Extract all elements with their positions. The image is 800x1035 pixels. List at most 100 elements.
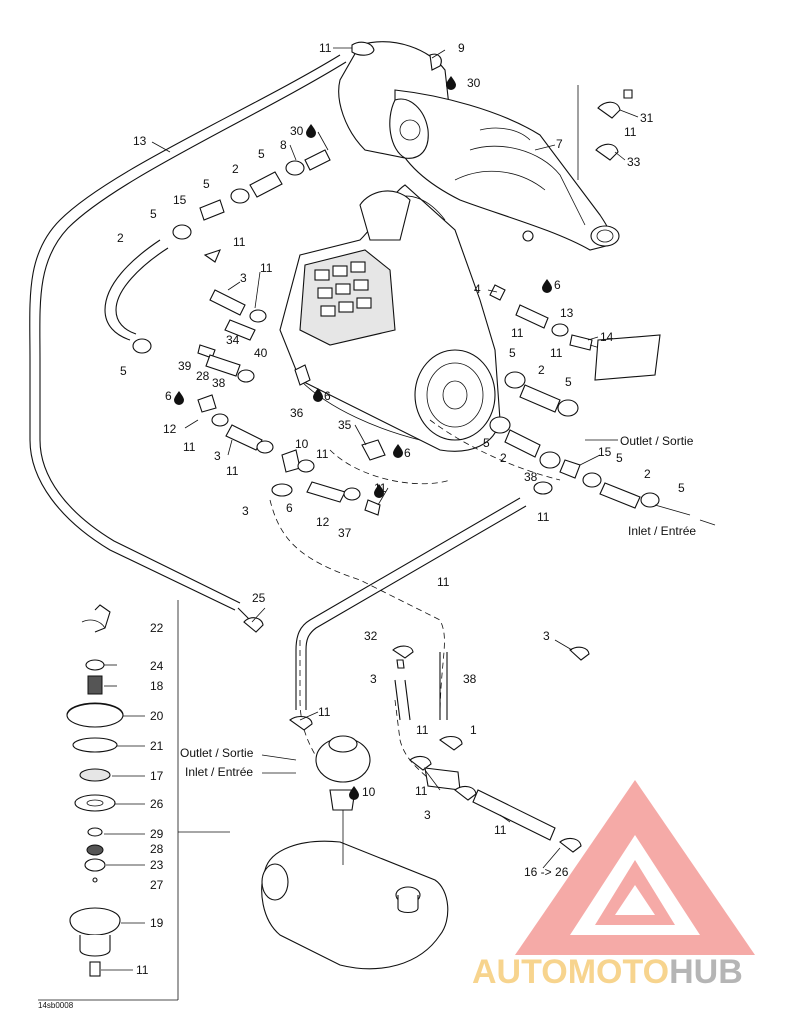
callout-label: 24: [150, 659, 164, 673]
callout-label: 1: [470, 723, 477, 737]
drop-icon: [349, 786, 359, 800]
callout-label: 14: [600, 330, 614, 344]
callout-label: 2: [500, 451, 507, 465]
callout-label: 5: [203, 177, 210, 191]
callout-label: 23: [150, 858, 164, 872]
callout-label: 11: [226, 464, 239, 478]
callout-label: 11: [550, 346, 563, 360]
callout-label: 11: [318, 705, 331, 719]
callout-label: 11: [537, 510, 550, 524]
callout-label: 10: [295, 437, 309, 451]
callout-label: 3: [214, 449, 221, 463]
callout-label: 3: [370, 672, 377, 686]
callout-label: 3: [240, 271, 247, 285]
coolant-reservoir: [261, 735, 449, 970]
watermark-text-auto: AUTOMOTOHUB: [472, 953, 743, 991]
fluid-drop-symbols: [174, 76, 552, 800]
engine-block: [279, 184, 501, 452]
flow-captions: Outlet / Sortie Inlet / Entrée Outlet / …: [180, 434, 716, 779]
drop-icon: [174, 391, 184, 405]
callout-label: 5: [258, 147, 265, 161]
callout-label: 6: [165, 389, 172, 403]
inset-clamps-31-33: [577, 85, 633, 180]
routing-dashed-lines: [269, 419, 561, 781]
callout-label: 5: [678, 481, 685, 495]
upper-hose-assembly: [104, 41, 442, 354]
callout-label: 11: [319, 41, 332, 55]
callout-label: 15: [598, 445, 612, 459]
leader-lines: [101, 47, 639, 971]
inset-cap-exploded: [38, 600, 230, 1001]
callout-label: 11: [136, 963, 149, 977]
lower-hose-assembly: [237, 607, 590, 853]
callout-label: 2: [117, 231, 124, 245]
callout-label: 25: [252, 591, 266, 605]
callout-label: 2: [232, 162, 239, 176]
callout-label: 11: [511, 326, 524, 340]
callout-label: 34: [226, 333, 240, 347]
watermark-logo: AUTOMOTOHUB: [472, 780, 755, 991]
callout-label: 28: [196, 369, 210, 383]
drop-icon: [313, 388, 323, 402]
callout-label: 11: [233, 235, 246, 249]
callout-label: 29: [150, 827, 164, 841]
callout-label: 21: [150, 739, 164, 753]
drop-icon: [306, 124, 316, 138]
callout-label: 38: [524, 470, 538, 484]
callout-label: 17: [150, 769, 164, 783]
callout-label: 10: [362, 785, 376, 799]
callout-label: 30: [467, 76, 481, 90]
callout-label: 19: [150, 916, 164, 930]
callout-label: 35: [338, 418, 352, 432]
right-hose-assembly: [489, 284, 691, 516]
callout-label: 6: [286, 501, 293, 515]
drop-icon: [393, 444, 403, 458]
callout-label: 4: [474, 282, 481, 296]
callout-label: 38: [212, 376, 226, 390]
inlet-caption-left: Inlet / Entrée: [185, 765, 253, 779]
callout-label: 5: [565, 375, 572, 389]
callout-label: 5: [483, 436, 490, 450]
callout-label: 6: [324, 389, 331, 403]
callout-label: 33: [627, 155, 641, 169]
callout-label: 12: [316, 515, 330, 529]
callout-label: 6: [554, 278, 561, 292]
callout-label: 32: [364, 629, 378, 643]
callout-label: 11: [415, 784, 428, 798]
exhaust-muffler-7: [338, 41, 620, 251]
callout-label: 7: [556, 137, 563, 151]
callout-label: 5: [509, 346, 516, 360]
callout-label: 3: [242, 504, 249, 518]
callout-label: 36: [290, 406, 304, 420]
callout-label: 11: [316, 447, 329, 461]
callout-label: 11: [183, 440, 196, 454]
drop-icon: [374, 484, 384, 498]
callout-label: 39: [178, 359, 192, 373]
callout-label: 13: [133, 134, 147, 148]
callout-label: 11: [260, 261, 273, 275]
callout-label: 11: [374, 481, 387, 495]
callout-label: 5: [616, 451, 623, 465]
drop-icon: [542, 279, 552, 293]
middle-hose-assembly: [197, 289, 386, 516]
callout-label: 11: [624, 125, 637, 139]
diagram-code: 14sb0008: [38, 1001, 74, 1010]
callout-label: 20: [150, 709, 164, 723]
inlet-caption-right: Inlet / Entrée: [628, 524, 696, 538]
hose-13-loop: [29, 54, 347, 611]
callout-label: 3: [424, 808, 431, 822]
callout-label: 31: [640, 111, 654, 125]
callout-label: 37: [338, 526, 352, 540]
callout-label: 22: [150, 621, 164, 635]
callout-label: 26: [150, 797, 164, 811]
hose-37: [295, 497, 527, 710]
callout-labels: 11 9 30 13 30 8 5 2 5 15 5 2 11 7 31 11 …: [117, 41, 685, 977]
callout-label: 40: [254, 346, 268, 360]
outlet-caption-left: Outlet / Sortie: [180, 746, 254, 760]
callout-label: 2: [644, 467, 651, 481]
callout-label: 27: [150, 878, 164, 892]
outlet-caption-right: Outlet / Sortie: [620, 434, 694, 448]
callout-label: 13: [560, 306, 574, 320]
drop-icon: [446, 76, 456, 90]
